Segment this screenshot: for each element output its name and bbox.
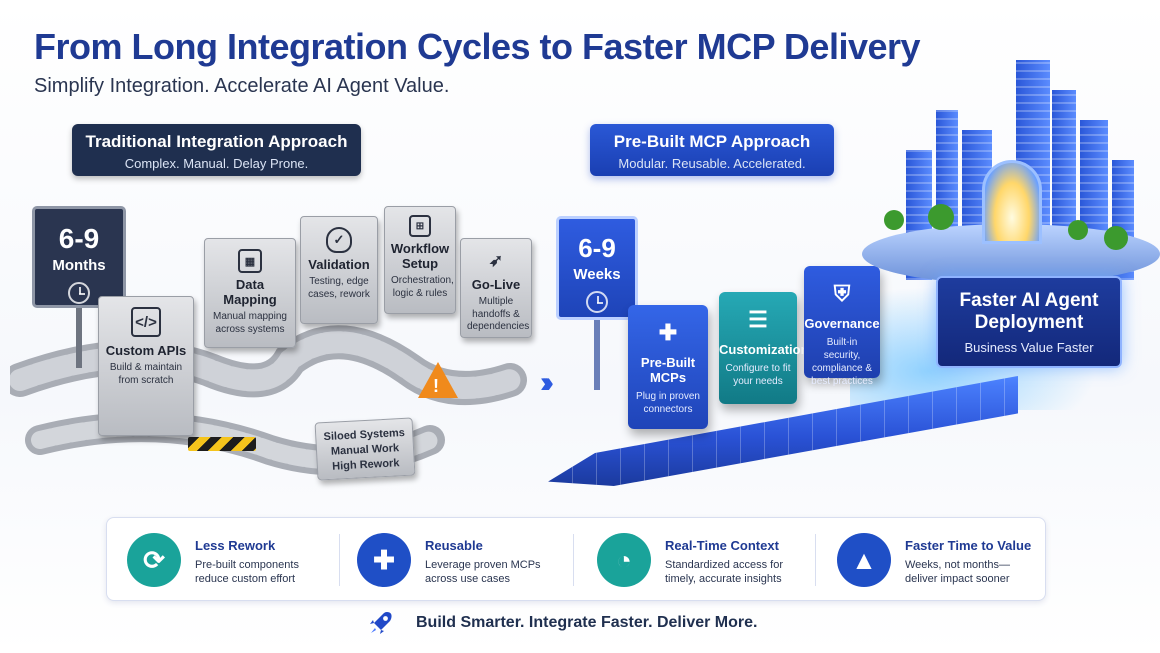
step-title: Workflow Setup	[390, 241, 450, 271]
shield-check-icon: ⛨	[833, 281, 851, 306]
mcp-duration-sign: 6-9 Weeks	[556, 216, 638, 320]
shield-check-icon: ✓	[326, 227, 352, 253]
divider	[339, 534, 340, 586]
traditional-duration-unit: Months	[52, 257, 106, 274]
benefit-desc: Standardized access for timely, accurate…	[665, 559, 784, 586]
benefit-reusable: ✚ Reusable Leverage proven MCPs across u…	[343, 518, 573, 602]
footer: Build Smarter. Integrate Faster. Deliver…	[366, 606, 757, 640]
page-subtitle: Simplify Integration. Accelerate AI Agen…	[34, 75, 450, 97]
issues-stone: Siloed Systems Manual Work High Rework	[314, 417, 416, 481]
card-title: Pre-Built MCPs	[640, 355, 696, 385]
benefit-desc: Weeks, not months— deliver impact sooner	[905, 559, 1010, 586]
benefit-title: Faster Time to Value	[905, 538, 1032, 553]
benefits-panel: ⟳ Less Rework Pre-built components reduc…	[106, 517, 1046, 601]
card-title: Customization	[719, 342, 809, 357]
mcp-banner-title: Pre-Built MCP Approach	[613, 132, 811, 151]
outcome-title: Faster AI Agent Deployment	[959, 290, 1099, 333]
step-desc: Build & maintain from scratch	[109, 362, 183, 386]
card-pre-built-mcps: ✚ Pre-Built MCPs Plug in proven connecto…	[628, 305, 708, 429]
benefit-title: Reusable	[425, 538, 483, 553]
card-title: Governance	[804, 316, 880, 331]
road-barrier	[188, 437, 256, 451]
step-desc: Testing, edge cases, rework	[308, 276, 370, 300]
refresh-icon: ⟳	[127, 533, 181, 587]
step-title: Go-Live	[471, 277, 521, 292]
growth-chart-icon: ▲	[837, 533, 891, 587]
step-title: Custom APIs	[105, 343, 187, 358]
clock-icon	[586, 291, 608, 313]
step-workflow-setup: ⊞ Workflow Setup Orchestration, logic & …	[384, 206, 456, 314]
traditional-approach-banner: Traditional Integration Approach Complex…	[72, 124, 361, 176]
workflow-icon: ⊞	[409, 215, 431, 237]
card-desc: Built-in security, compliance & best pra…	[811, 337, 873, 387]
outcome-card: Faster AI Agent Deployment Business Valu…	[936, 276, 1122, 368]
step-validation: ✓ Validation Testing, edge cases, rework	[300, 216, 378, 324]
tree-icon	[1068, 220, 1088, 240]
step-data-mapping: ▦ Data Mapping Manual mapping across sys…	[204, 238, 296, 348]
benefit-real-time-context: ◔ Real-Time Context Standardized access …	[583, 518, 813, 602]
tree-icon	[884, 210, 904, 230]
card-customization: ☰ Customization Configure to fit your ne…	[719, 292, 809, 404]
divider	[815, 534, 816, 586]
rocket-icon	[366, 608, 396, 638]
card-governance: ⛨ Governance Built-in security, complian…	[804, 266, 880, 387]
puzzle-icon: ✚	[658, 320, 678, 345]
benefit-desc: Leverage proven MCPs across use cases	[425, 559, 541, 586]
benefit-desc: Pre-built components reduce custom effor…	[195, 559, 299, 586]
outcome-subtitle: Business Value Faster	[964, 339, 1094, 355]
divider	[573, 534, 574, 586]
step-title: Validation	[308, 257, 370, 272]
mcp-duration-unit: Weeks	[573, 266, 621, 283]
step-desc: Manual mapping across systems	[213, 311, 287, 335]
benefit-less-rework: ⟳ Less Rework Pre-built components reduc…	[113, 518, 343, 602]
traditional-banner-title: Traditional Integration Approach	[85, 132, 348, 151]
sign-post	[594, 320, 600, 390]
clock-icon: ◔	[597, 533, 651, 587]
sliders-icon: ☰	[748, 307, 768, 332]
benefit-title: Less Rework	[195, 538, 276, 553]
tree-icon	[1104, 226, 1128, 250]
puzzle-icon: ✚	[357, 533, 411, 587]
step-custom-apis: </> Custom APIs Build & maintain from sc…	[98, 296, 194, 436]
sign-post	[76, 308, 82, 368]
page-title: From Long Integration Cycles to Faster M…	[34, 26, 921, 67]
grid-icon: ▦	[238, 249, 262, 273]
card-desc: Configure to fit your needs	[725, 363, 791, 387]
tree-icon	[928, 204, 954, 230]
mcp-banner-subtitle: Modular. Reusable. Accelerated.	[618, 156, 806, 171]
benefit-title: Real-Time Context	[665, 538, 779, 553]
mcp-duration-number: 6-9	[578, 233, 616, 263]
warning-icon	[418, 362, 458, 398]
glowing-gate	[982, 160, 1042, 244]
clock-icon	[68, 282, 90, 304]
traditional-banner-subtitle: Complex. Manual. Delay Prone.	[124, 156, 309, 171]
step-desc: Orchestration, logic & rules	[391, 275, 454, 299]
traditional-duration-sign: 6-9 Months	[32, 206, 126, 308]
step-desc: Multiple handoffs & dependencies	[467, 296, 530, 332]
warning-mark: !	[433, 376, 439, 396]
code-icon: </>	[131, 307, 161, 337]
mcp-approach-banner: Pre-Built MCP Approach Modular. Reusable…	[590, 124, 834, 176]
footer-tagline: Build Smarter. Integrate Faster. Deliver…	[416, 614, 758, 631]
benefit-faster-time-to-value: ▲ Faster Time to Value Weeks, not months…	[823, 518, 1053, 602]
step-go-live: ➶ Go-Live Multiple handoffs & dependenci…	[460, 238, 532, 338]
rocket-icon: ➶	[488, 251, 504, 270]
chevron-right-icon: ›››	[540, 366, 554, 399]
step-title: Data Mapping	[223, 277, 277, 307]
traditional-duration-number: 6-9	[58, 223, 100, 254]
card-desc: Plug in proven connectors	[636, 391, 700, 415]
